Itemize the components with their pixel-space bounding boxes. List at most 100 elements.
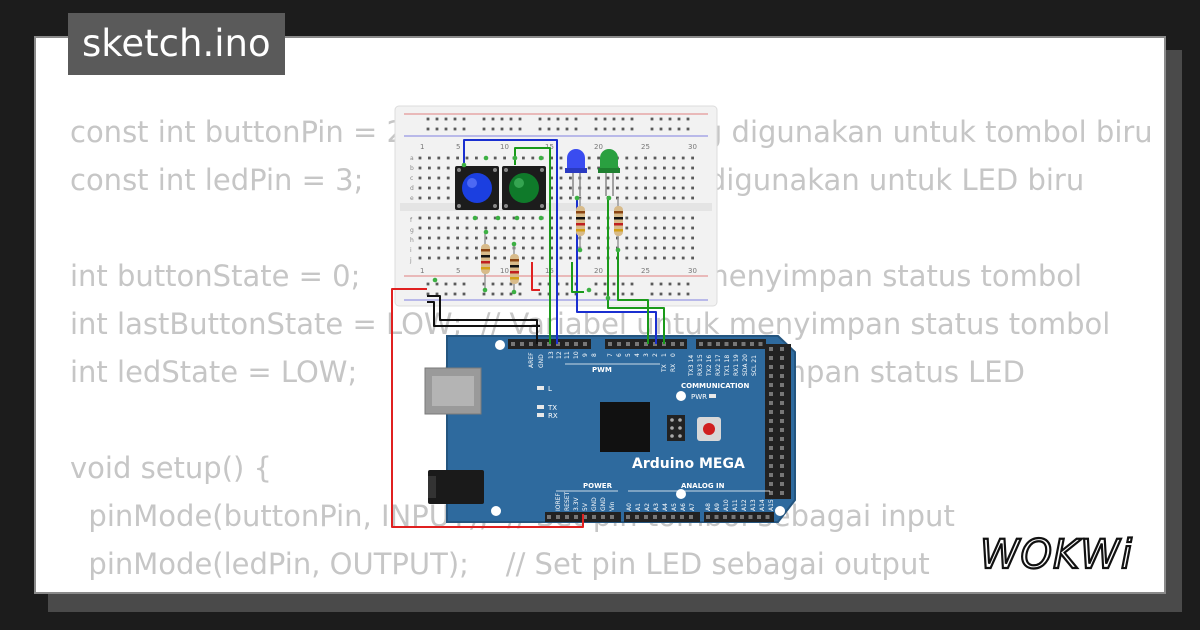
header-pin xyxy=(769,455,773,459)
wire-blue-led[interactable] xyxy=(576,196,657,344)
breadboard-hole xyxy=(484,226,488,230)
breadboard-hole xyxy=(453,282,457,286)
blue-pushbutton[interactable] xyxy=(455,166,499,210)
breadboard-hole xyxy=(587,246,591,250)
breadboard-hole xyxy=(550,246,553,250)
breadboard-hole xyxy=(686,282,690,286)
breadboard-hole xyxy=(493,256,497,260)
breadboard-hole xyxy=(587,176,591,180)
row-letter: d xyxy=(410,185,414,192)
breadboard-hole xyxy=(578,256,582,260)
pin-label: 1 xyxy=(661,353,668,357)
breadboard-hole xyxy=(612,127,616,131)
header-pin xyxy=(780,356,784,360)
analog-pin-labels: A0 A1 A2 A3 A4 A5 A6 A7 A8 A9 A10 A11 A1… xyxy=(626,499,775,511)
breadboard-hole xyxy=(663,156,666,160)
col-number: 1 xyxy=(420,143,424,151)
breadboard-hole xyxy=(634,236,638,240)
breadboard-hole xyxy=(677,117,681,121)
header-pin xyxy=(574,515,578,519)
breadboard-hole xyxy=(482,127,486,131)
breadboard-hole xyxy=(518,127,522,131)
header-pin xyxy=(780,383,784,387)
breadboard-hole xyxy=(659,282,663,286)
header-pin xyxy=(780,446,784,450)
resistor[interactable] xyxy=(576,198,585,250)
breadboard-hole xyxy=(435,117,439,121)
pin-label: A1 xyxy=(635,503,642,511)
breadboard-hole xyxy=(594,292,598,296)
breadboard-hole xyxy=(531,226,535,230)
breadboard-hole xyxy=(587,166,591,170)
pwm-label: PWM xyxy=(592,366,612,374)
wire-green-led[interactable] xyxy=(607,196,665,344)
breadboard-hole xyxy=(493,216,497,220)
breadboard-hole xyxy=(597,196,600,200)
breadboard-hole xyxy=(625,186,629,190)
breadboard-hole xyxy=(681,216,685,220)
wire-green-led-b[interactable] xyxy=(617,252,649,344)
breadboard-hole xyxy=(446,176,450,180)
wire-black-gnd[interactable] xyxy=(427,295,538,344)
breadboard-hole xyxy=(465,156,469,160)
header-pin xyxy=(662,515,666,519)
pin-label: A7 xyxy=(689,503,696,511)
header-pin xyxy=(780,401,784,405)
breadboard-hole xyxy=(444,127,448,131)
rx-label: RX xyxy=(670,364,677,372)
breadboard-hole xyxy=(630,117,634,121)
header-pin xyxy=(716,342,720,346)
breadboard-hole xyxy=(475,246,478,250)
breadboard-hole xyxy=(437,216,441,220)
breadboard-hole xyxy=(691,216,694,220)
board-name: Arduino MEGA xyxy=(632,456,745,472)
green-pushbutton[interactable] xyxy=(502,166,546,210)
breadboard-hole xyxy=(612,117,616,121)
breadboard-hole xyxy=(663,186,666,190)
header-pin xyxy=(635,342,639,346)
blue-led[interactable] xyxy=(565,149,587,196)
breadboard-hole xyxy=(418,176,422,180)
wire-blue-button[interactable] xyxy=(463,139,558,344)
breadboard-hole xyxy=(531,216,535,220)
breadboard-hole xyxy=(653,186,657,190)
resistor[interactable] xyxy=(614,198,623,250)
wire-short-red[interactable] xyxy=(531,262,540,291)
breadboard-hole xyxy=(428,186,431,190)
resistor[interactable] xyxy=(481,232,490,290)
breadboard-hole xyxy=(625,236,629,240)
wire-red[interactable] xyxy=(391,288,584,528)
breadboard-hole xyxy=(540,256,544,260)
header-pin xyxy=(769,446,773,450)
connection-dots xyxy=(432,155,621,301)
wire-short-green[interactable] xyxy=(571,262,584,293)
breadboard-hole xyxy=(465,236,469,240)
breadboard-hole xyxy=(681,196,685,200)
breadboard-hole xyxy=(512,216,516,220)
breadboard-hole xyxy=(597,256,600,260)
breadboard-hole xyxy=(550,236,553,240)
breadboard-hole xyxy=(437,156,441,160)
header-pin xyxy=(699,342,703,346)
header-pin xyxy=(724,342,729,346)
breadboard-hole xyxy=(500,292,504,296)
breadboard-hole xyxy=(565,117,569,121)
breadboard-hole xyxy=(418,226,422,230)
breadboard-hole xyxy=(465,226,469,230)
breadboard-hole xyxy=(531,236,535,240)
breadboard-hole xyxy=(681,236,685,240)
pin-label: 11 xyxy=(564,351,571,359)
header-pin xyxy=(583,342,587,346)
green-led[interactable] xyxy=(598,149,620,196)
header-pin xyxy=(671,342,675,346)
breadboard-hole xyxy=(493,226,497,230)
breadboard-hole xyxy=(597,216,600,220)
breadboard-hole xyxy=(446,156,450,160)
resistor[interactable] xyxy=(510,244,519,292)
wire-black-gnd-2[interactable] xyxy=(427,301,540,327)
breadboard-hole xyxy=(597,186,600,190)
breadboard-hole xyxy=(462,282,466,286)
code-line: void setup() { xyxy=(70,451,272,485)
pin-label: RX2 17 xyxy=(715,354,722,376)
breadboard-hole xyxy=(644,166,647,170)
